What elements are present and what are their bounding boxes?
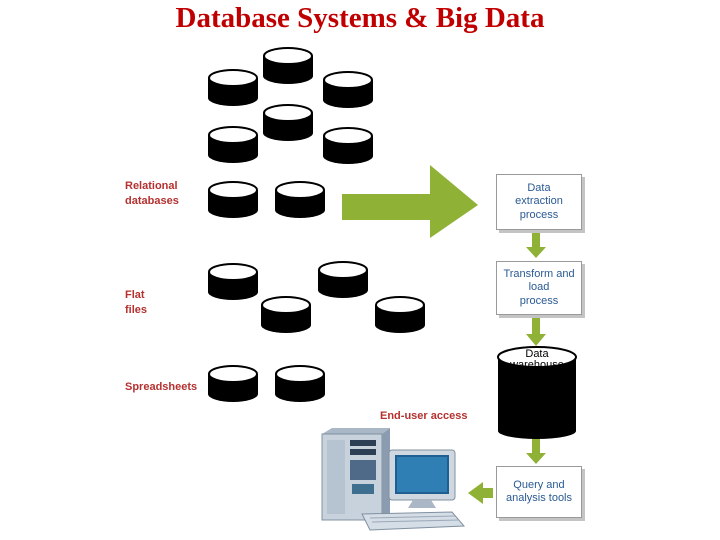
step-transform-load: Transform and load process <box>496 261 582 315</box>
step-query-line2: analysis tools <box>505 492 573 504</box>
label-flat-files: Flat files <box>125 288 147 318</box>
step-data-extraction: Data extraction process <box>496 174 582 230</box>
main-flow-arrow <box>342 165 478 238</box>
step-extraction-line1: Data <box>527 181 551 194</box>
label-flat-line1: Flat <box>125 289 145 301</box>
step-transform-line1: Transform and <box>503 267 575 280</box>
database-cylinder-icon <box>208 263 258 300</box>
step-transform-line3: process <box>519 294 559 307</box>
database-cylinder-icon <box>323 71 373 108</box>
database-cylinder-icon <box>263 47 313 84</box>
data-warehouse-label: Data warehouse <box>498 349 576 371</box>
database-cylinder-icon <box>208 126 258 163</box>
label-spreadsheets-line1: Spreadsheets <box>125 381 198 393</box>
source-databases <box>208 47 425 402</box>
label-end-user-access: End-user access <box>380 410 468 422</box>
label-spreadsheets: Spreadsheets <box>125 380 197 395</box>
data-warehouse-cylinder <box>497 346 577 439</box>
database-cylinder-icon <box>318 261 368 298</box>
label-flat-line2: files <box>125 304 148 316</box>
page-title: Database Systems & Big Data <box>175 2 545 34</box>
arrow-down-2 <box>526 316 546 346</box>
label-relational-line2: databases <box>125 195 179 207</box>
database-cylinder-icon <box>275 181 325 218</box>
warehouse-line1: Data <box>525 348 549 360</box>
database-cylinder-icon <box>208 69 258 106</box>
warehouse-line2: warehouse <box>510 359 564 371</box>
database-cylinder-icon <box>275 365 325 402</box>
database-cylinder-icon <box>263 104 313 141</box>
label-relational-line1: Relational <box>125 180 178 192</box>
step-extraction-line3: process <box>519 208 559 221</box>
database-cylinder-icon <box>375 296 425 333</box>
step-query-analysis: Query and analysis tools <box>496 466 582 518</box>
database-cylinder-icon <box>261 296 311 333</box>
arrow-left-to-user <box>468 482 493 504</box>
database-cylinder-icon <box>323 127 373 164</box>
database-cylinder-icon <box>208 181 258 218</box>
step-query-line1: Query and <box>513 478 565 491</box>
step-transform-line2: load <box>528 281 550 294</box>
computer-icon <box>321 428 466 531</box>
step-extraction-line2: extraction <box>515 195 563 208</box>
arrow-down-1 <box>526 230 546 258</box>
label-relational-databases: Relational databases <box>125 179 179 209</box>
database-cylinder-icon <box>208 365 258 402</box>
arrow-down-3 <box>526 437 546 464</box>
